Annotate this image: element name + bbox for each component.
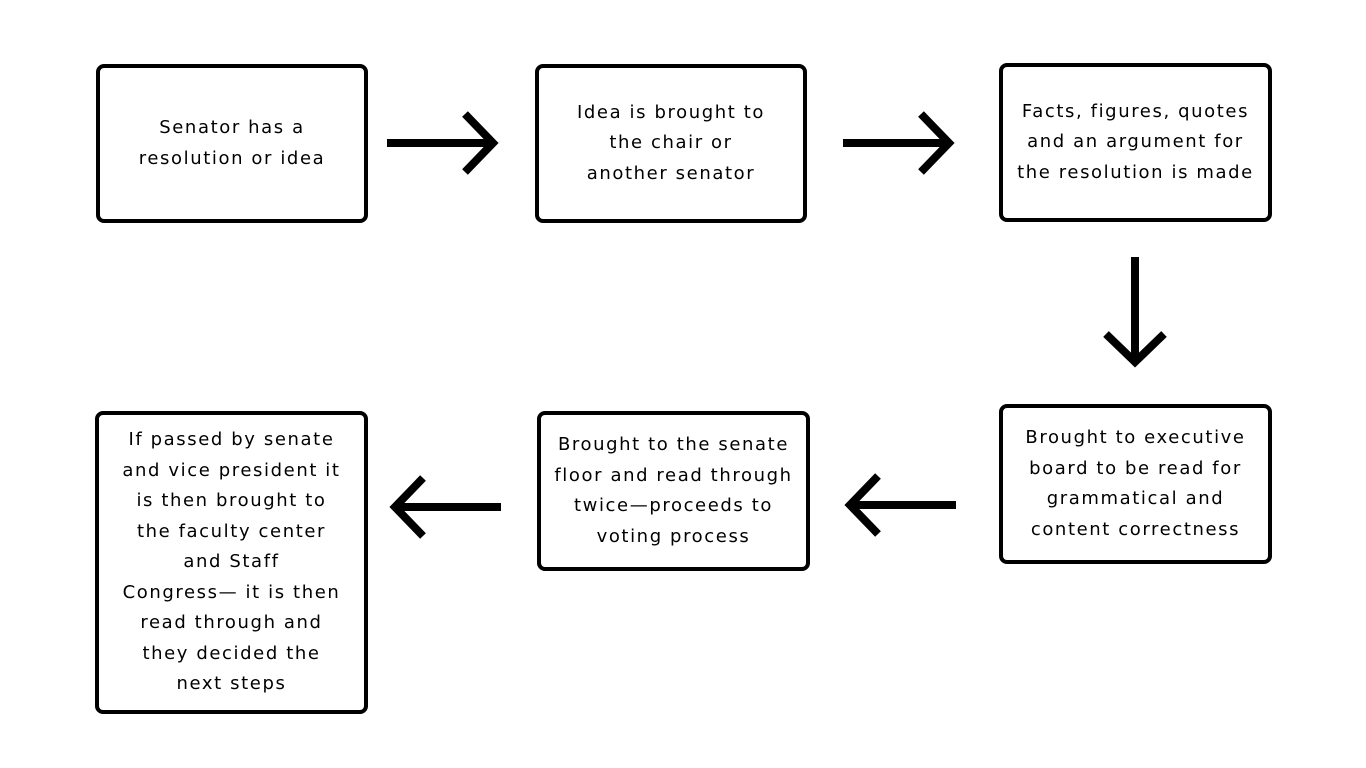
arrow-down-icon xyxy=(1103,257,1167,368)
step-label: Idea is brought to the chair or another … xyxy=(577,101,765,184)
arrow-right-icon xyxy=(387,111,499,175)
arrow-right-icon xyxy=(843,111,955,175)
step-box-faculty-center: If passed by senate and vice president i… xyxy=(95,411,368,714)
step-box-argument-made: Facts, figures, quotes and an argument f… xyxy=(999,63,1272,222)
step-box-senator-has-idea: Senator has a resolution or idea xyxy=(96,64,368,223)
step-label: If passed by senate and vice president i… xyxy=(122,429,341,695)
step-box-idea-brought-to-chair: Idea is brought to the chair or another … xyxy=(535,64,807,223)
step-label: Brought to the senate floor and read thr… xyxy=(554,434,793,547)
step-label: Brought to executive board to be read fo… xyxy=(1025,427,1246,540)
step-label: Senator has a resolution or idea xyxy=(138,117,326,169)
step-box-executive-board: Brought to executive board to be read fo… xyxy=(999,404,1272,564)
arrow-left-icon xyxy=(844,473,956,537)
step-box-senate-floor: Brought to the senate floor and read thr… xyxy=(537,411,810,571)
arrow-left-icon xyxy=(389,475,501,539)
step-label: Facts, figures, quotes and an argument f… xyxy=(1017,100,1254,183)
